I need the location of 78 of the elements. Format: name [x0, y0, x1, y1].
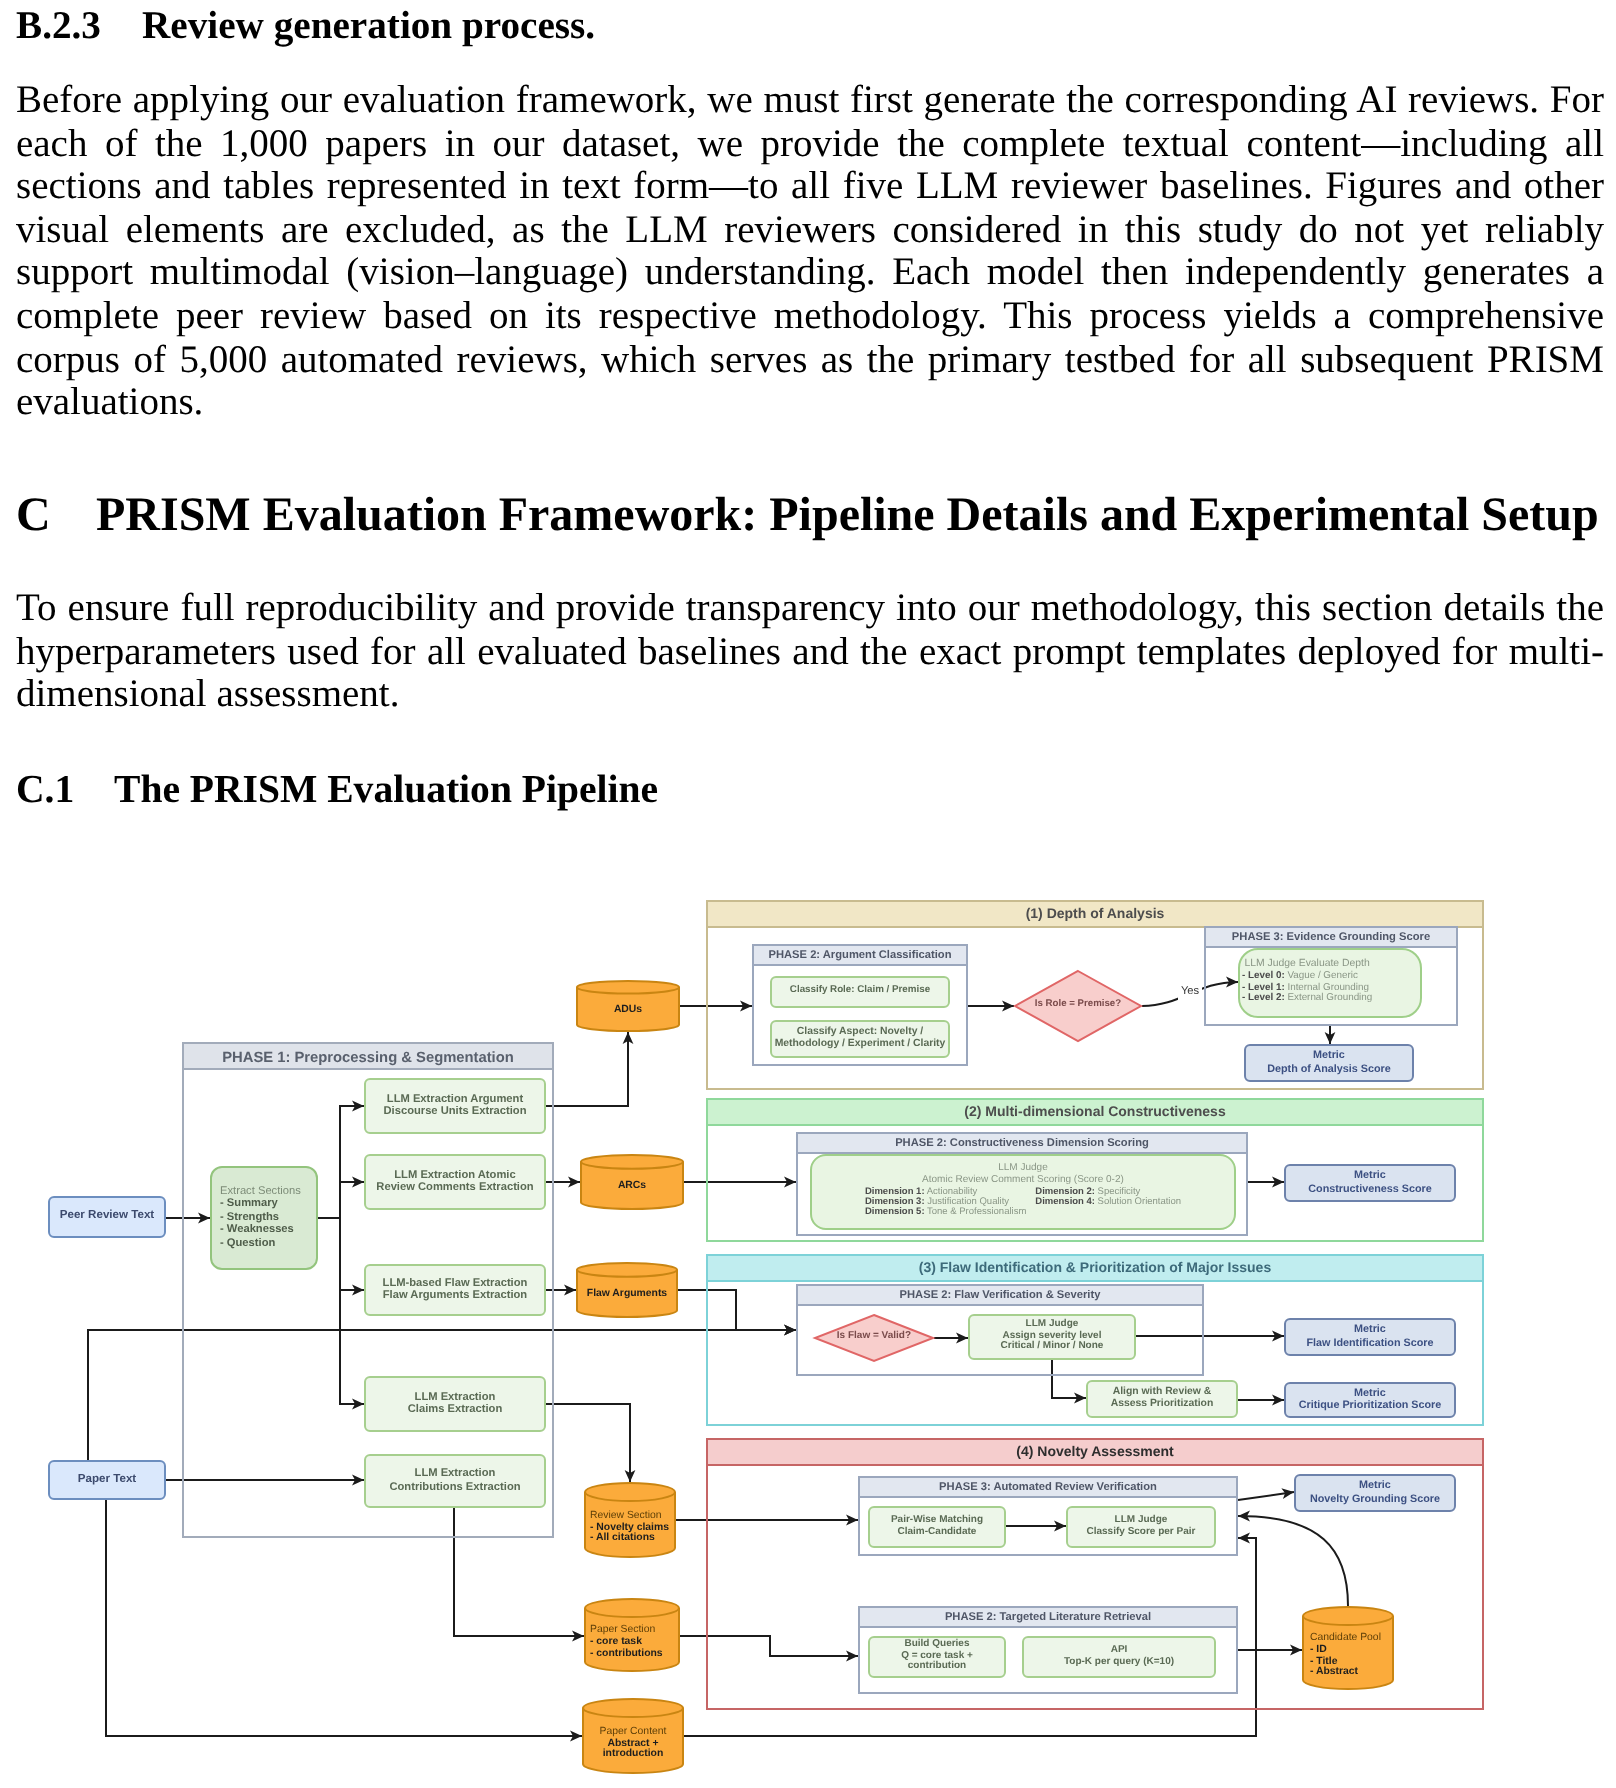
arrow	[679, 1635, 859, 1662]
paragraph: To ensure full reproducibility and provide transparency into our methodology, this section details the hyperparameters used for all evaluated baselines and the exact prompt templates deployed for multi-dimensional assessment.	[16, 588, 1604, 718]
arrow	[545, 1031, 634, 1107]
arrow	[677, 1289, 797, 1336]
subsection-heading: The PRISM Evaluation Pipeline	[114, 768, 659, 816]
arrow	[453, 1507, 585, 1642]
phase-group	[1204, 926, 1458, 1026]
decision-diamond	[814, 1314, 934, 1362]
arrow	[1005, 1520, 1067, 1532]
process-box	[364, 1376, 546, 1432]
metric-box	[1284, 1382, 1456, 1418]
decision-diamond	[1014, 970, 1142, 1042]
arrow	[967, 1000, 1015, 1012]
data-cylinder	[584, 1482, 676, 1558]
section-number: B.2.3	[16, 4, 101, 52]
arrow	[1237, 1644, 1303, 1656]
process-box	[1022, 1636, 1216, 1678]
process-box	[770, 976, 950, 1008]
phase-group	[858, 1476, 1238, 1556]
section-heading: Review generation process.	[142, 4, 596, 52]
arrow	[165, 1212, 211, 1224]
process-box	[364, 1154, 546, 1210]
process-box	[364, 1454, 546, 1508]
metric-box	[1284, 1164, 1456, 1202]
arrow	[105, 1499, 583, 1742]
phase-group	[796, 1132, 1248, 1236]
arrow	[675, 1514, 859, 1526]
section-number: C	[16, 488, 51, 546]
phase-group	[182, 1042, 554, 1538]
arrow	[1237, 1511, 1349, 1607]
process-box	[868, 1506, 1006, 1548]
data-cylinder	[584, 1598, 680, 1672]
arrow	[165, 1474, 365, 1486]
arrow	[1051, 1359, 1087, 1404]
arrow	[545, 1403, 636, 1483]
arrow	[545, 1284, 577, 1296]
source-box	[48, 1196, 166, 1238]
section-panel	[706, 1098, 1484, 1242]
data-cylinder	[582, 1698, 684, 1774]
process-box	[968, 1314, 1136, 1360]
arrow	[679, 1000, 753, 1012]
arrow	[1247, 1176, 1285, 1188]
arrow	[317, 1217, 365, 1410]
metric-box	[1294, 1474, 1456, 1512]
process-box	[810, 1154, 1236, 1230]
arrow	[545, 1176, 581, 1188]
section-panel	[706, 1254, 1484, 1426]
process-box	[868, 1636, 1006, 1678]
subsection-number: C.1	[16, 768, 75, 816]
section-panel	[706, 900, 1484, 1090]
data-cylinder	[1302, 1606, 1394, 1690]
source-box	[48, 1460, 166, 1500]
process-box	[1066, 1506, 1216, 1548]
arrow	[1324, 1025, 1336, 1045]
phase-group	[858, 1606, 1238, 1694]
arrow	[1237, 1488, 1295, 1501]
process-box	[364, 1078, 546, 1134]
arrow	[1237, 1394, 1285, 1406]
metric-box	[1244, 1044, 1414, 1082]
phase-group	[796, 1284, 1204, 1376]
arrow	[1135, 1330, 1285, 1342]
arrow	[933, 1332, 969, 1344]
process-box	[210, 1166, 318, 1270]
section-panel	[706, 1438, 1484, 1710]
paragraph: Before applying our evaluation framework, we must first generate the corresponding AI reviews. For each of the 1,000 papers in our dataset, we provide the complete textual content—including all sections and tables represented in text form—to all five LLM reviewer baselines. Figures and other visual elements are excluded, as the LLM reviewers considered in this study do not yet reliably support multimodal (vision–language) understanding. Each model then independently generates a complete peer review based on its respective methodology. This process yields a comprehensive corpus of 5,000 automated reviews, which serves as the primary testbed for all subsequent PRISM evaluations.	[16, 80, 1604, 426]
section-heading: PRISM Evaluation Framework: Pipeline Details and Experimental Setup	[96, 488, 1599, 546]
process-box	[364, 1264, 546, 1316]
data-cylinder	[576, 980, 680, 1032]
arrow	[683, 1532, 1257, 1737]
process-box	[770, 1020, 950, 1058]
data-cylinder	[580, 1154, 684, 1210]
process-box	[1086, 1380, 1238, 1418]
arrow	[1141, 977, 1239, 1007]
process-box	[1238, 948, 1422, 1018]
phase-group	[752, 944, 968, 1066]
metric-box	[1284, 1318, 1456, 1356]
data-cylinder	[576, 1262, 678, 1318]
arrow	[683, 1176, 797, 1188]
